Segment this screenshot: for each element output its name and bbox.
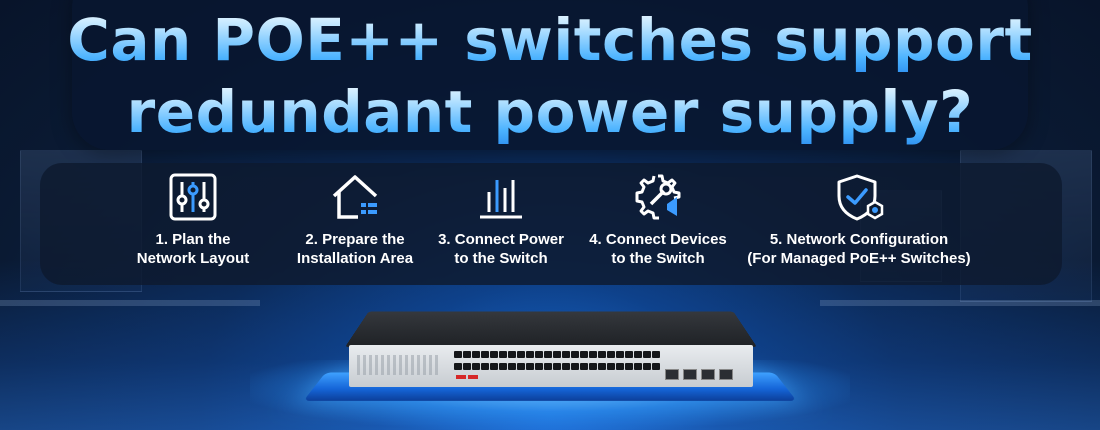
step-1-line-1: 1. Plan the (155, 231, 231, 248)
step-2-line-1: 2. Prepare the (305, 231, 405, 248)
step-5-line-2: (For Managed PoE++ Switches) (747, 250, 971, 267)
title-line-2: redundant power supply? (0, 76, 1100, 148)
page-title: Can POE++ switches support redundant pow… (0, 4, 1100, 148)
house-icon (332, 175, 378, 219)
step-4-line-2: to the Switch (611, 250, 705, 267)
step-prepare-area: 2. Prepare the Installation Area (282, 170, 428, 268)
switch-front-panel (349, 345, 753, 387)
step-plan-layout: 1. Plan the Network Layout (118, 170, 268, 268)
step-3-line-2: to the Switch (454, 250, 548, 267)
title-panel (72, 0, 1028, 150)
poe-switch-image (345, 295, 757, 390)
switch-led-indicators (357, 355, 439, 375)
step-5-line-1: 5. Network Configuration (769, 231, 949, 248)
switch-uplink-ports (634, 351, 660, 358)
switch-ports-upper (454, 351, 633, 358)
switch-ports-lower (454, 363, 633, 370)
title-line-1: Can POE++ switches support (0, 4, 1100, 76)
steps-panel (40, 163, 1062, 285)
switch-top-cover (345, 311, 757, 347)
step-connect-devices: 4. Connect Devices to the Switch (580, 170, 736, 268)
step-network-configuration: 5. Network Configuration (For Managed Po… (740, 170, 978, 268)
step-2-line-2: Installation Area (296, 250, 414, 267)
step-connect-power: 3. Connect Power to the Switch (428, 170, 574, 268)
switch-uplink-ports-lower (634, 363, 660, 370)
step-3-line-1: 3. Connect Power (438, 231, 564, 248)
gear-wrench-icon (635, 174, 681, 220)
shield-check-icon (837, 174, 884, 221)
step-1-line-2: Network Layout (136, 250, 250, 267)
switch-sfp-ports (665, 369, 733, 380)
sliders-icon (169, 173, 217, 221)
step-4-line-1: 4. Connect Devices (589, 231, 727, 248)
power-bars-icon (480, 180, 522, 219)
